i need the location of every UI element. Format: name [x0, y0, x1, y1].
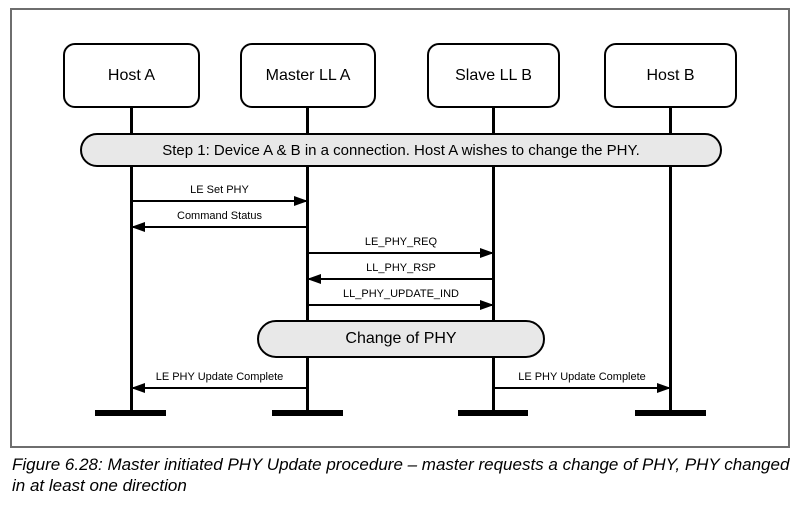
- actor-label-host-a: Host A: [107, 66, 156, 84]
- message-line-le-phy-update-complete-b: [493, 387, 671, 389]
- message-label-le-phy-update-complete-a: LE PHY Update Complete: [155, 371, 284, 383]
- message-label-le-set-phy: LE Set PHY: [190, 184, 249, 196]
- actor-box-host-a: Host A: [63, 43, 200, 108]
- arrowhead-right-icon: [480, 248, 494, 258]
- endbar-host-b: [635, 410, 706, 416]
- endbar-slave-ll-b: [458, 410, 528, 416]
- arrowhead-right-icon: [294, 196, 308, 206]
- state-box-label: Change of PHY: [345, 330, 457, 347]
- message-line-ll-phy-rsp: [308, 278, 494, 280]
- message-label-command-status: Command Status: [177, 210, 262, 222]
- arrowhead-right-icon: [480, 300, 494, 310]
- lifeline-host-b: [669, 108, 672, 413]
- lifeline-slave-ll-b: [492, 108, 495, 413]
- message-label-ll-phy-rsp: LL_PHY_RSP: [366, 262, 436, 274]
- figure-caption: Figure 6.28: Master initiated PHY Update…: [12, 455, 790, 495]
- message-label-le-phy-req: LE_PHY_REQ: [364, 236, 438, 248]
- message-label-le-phy-update-complete-b: LE PHY Update Complete: [518, 371, 646, 383]
- message-line-ll-phy-update-ind: [308, 304, 494, 306]
- arrowhead-right-icon: [657, 383, 671, 393]
- endbar-host-a: [95, 410, 166, 416]
- state-box-change-of-phy: Change of PHY: [257, 320, 545, 358]
- message-line-le-set-phy: [131, 200, 308, 202]
- lifeline-master-ll-a: [306, 108, 309, 413]
- actor-box-master-ll-a: Master LL A: [240, 43, 376, 108]
- message-line-le-phy-req: [308, 252, 494, 254]
- actor-label-slave-ll-b: Slave LL B: [455, 66, 532, 84]
- endbar-master-ll-a: [272, 410, 343, 416]
- actor-label-host-b: Host B: [646, 66, 695, 84]
- message-line-command-status: [131, 226, 308, 228]
- message-line-le-phy-update-complete-a: [131, 387, 308, 389]
- arrowhead-left-icon: [131, 383, 145, 393]
- step-banner: Step 1: Device A & B in a connection. Ho…: [80, 133, 722, 167]
- actor-label-master-ll-a: Master LL A: [265, 66, 351, 84]
- arrowhead-left-icon: [131, 222, 145, 232]
- message-label-ll-phy-update-ind: LL_PHY_UPDATE_IND: [343, 288, 459, 300]
- lifeline-host-a: [130, 108, 133, 413]
- step-banner-text: Step 1: Device A & B in a connection. Ho…: [162, 141, 640, 159]
- arrowhead-left-icon: [307, 274, 321, 284]
- actor-box-slave-ll-b: Slave LL B: [427, 43, 560, 108]
- actor-box-host-b: Host B: [604, 43, 737, 108]
